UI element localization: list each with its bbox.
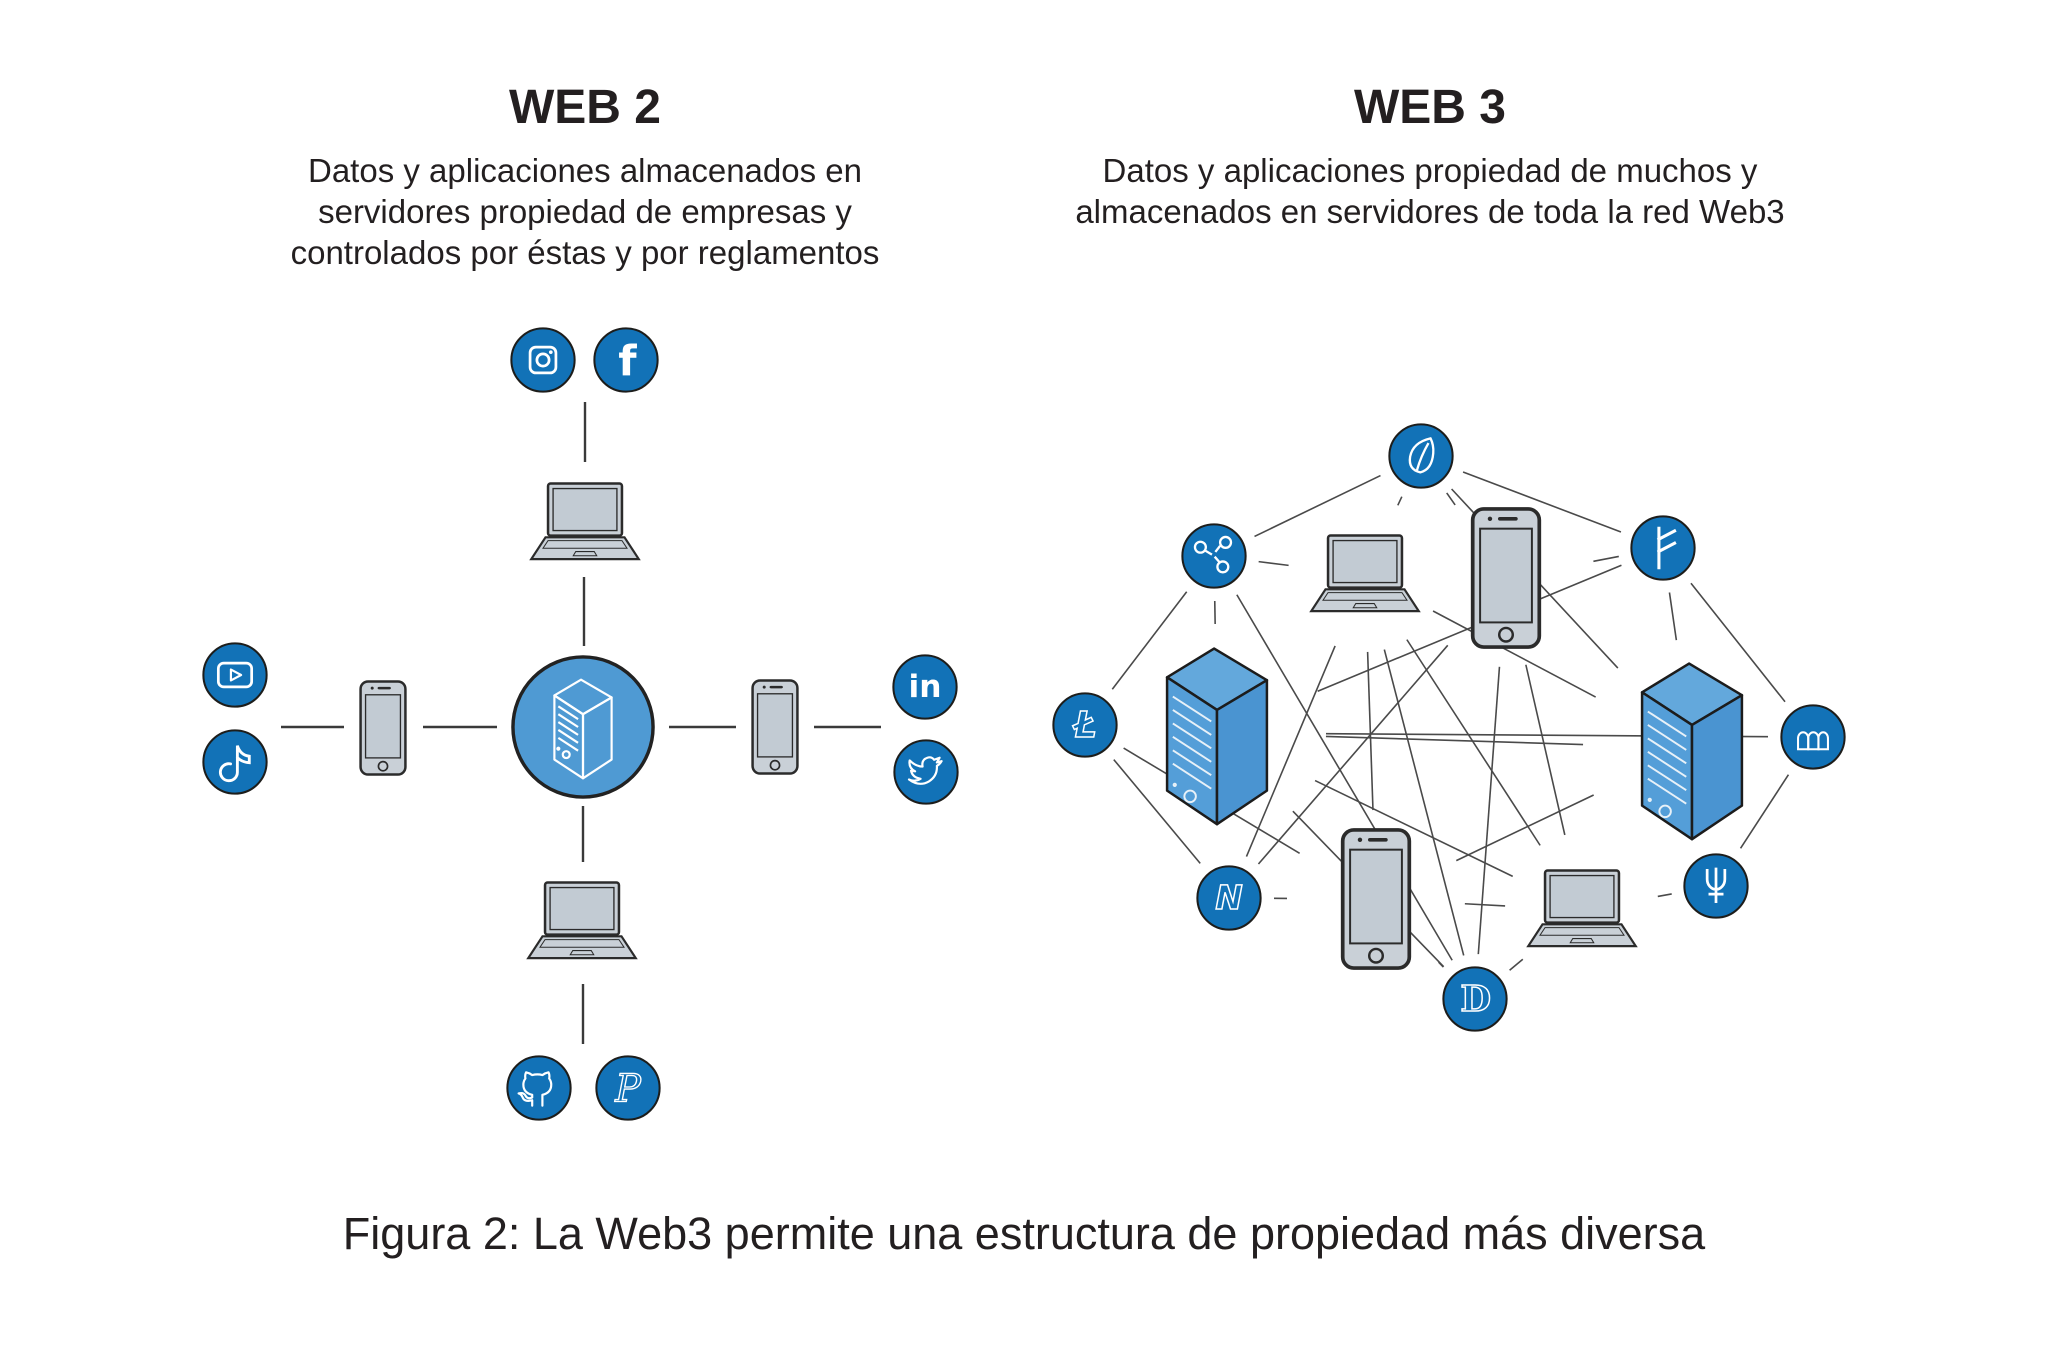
web3-desc-line-2: almacenados en servidores de toda la red… [1075, 193, 1785, 230]
github-icon [505, 1054, 573, 1122]
primecoin-icon [1682, 852, 1750, 920]
auroracoin-icon [1629, 514, 1697, 582]
svg-text:P: P [614, 1067, 642, 1111]
mastercoin-icon [1779, 703, 1847, 771]
twitter-icon [892, 738, 960, 806]
smartphone-icon [357, 679, 409, 777]
dogecoin-icon: D [1441, 965, 1509, 1033]
tiktok-icon [201, 728, 269, 796]
laptop-icon [1519, 867, 1645, 953]
web2-desc-line-2: servidores propiedad de empresas y [318, 193, 852, 230]
laptop-icon [1302, 532, 1428, 618]
web2-desc-line-1: Datos y aplicaciones almacenados en [308, 152, 862, 189]
web3-desc-line-1: Datos y aplicaciones propiedad de muchos… [1102, 152, 1758, 189]
svg-text:in: in [909, 669, 942, 705]
smartphone-icon [1339, 826, 1413, 972]
laptop-icon [519, 879, 645, 965]
peercoin-icon [1387, 422, 1455, 490]
web3-description: Datos y aplicaciones propiedad de muchos… [980, 150, 1880, 232]
smartphone-icon [1469, 505, 1543, 651]
svg-text:D: D [1460, 979, 1491, 1020]
central-server-icon [509, 653, 657, 801]
server-tower-icon [1159, 637, 1275, 829]
web2-title: WEB 2 [508, 81, 661, 134]
web2-description: Datos y aplicaciones almacenados en serv… [135, 150, 1035, 273]
ripple-icon [1180, 522, 1248, 590]
instagram-icon [509, 326, 577, 394]
svg-text:Ł: Ł [1072, 705, 1096, 746]
svg-text:N: N [1215, 879, 1242, 917]
youtube-icon [201, 641, 269, 709]
server-tower-icon [1634, 652, 1750, 844]
web2-desc-line-3: controlados por éstas y por reglamentos [290, 234, 880, 271]
namecoin-icon: N [1195, 864, 1263, 932]
svg-text:f: f [618, 337, 637, 386]
smartphone-icon [749, 678, 801, 776]
facebook-icon: f [592, 326, 660, 394]
pinterest-icon: P [594, 1054, 662, 1122]
web3-title: WEB 3 [1353, 81, 1506, 134]
figure-caption: Figura 2: La Web3 permite una estructura… [342, 1208, 1706, 1259]
linkedin-icon: in [891, 653, 959, 721]
laptop-icon [522, 480, 648, 566]
litecoin-icon: Ł [1051, 691, 1119, 759]
